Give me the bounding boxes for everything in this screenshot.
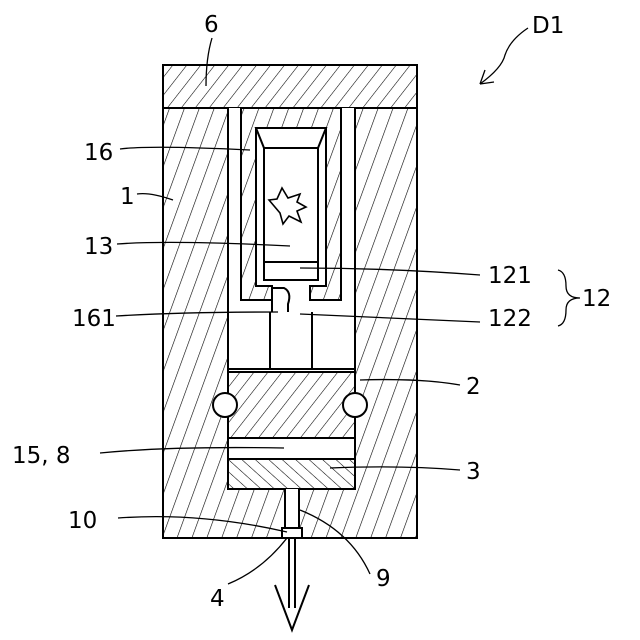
label-piston: 2 — [466, 374, 481, 400]
lid — [163, 65, 417, 108]
closure-121 — [264, 262, 318, 280]
label-chamber: 15, 8 — [12, 443, 71, 469]
o-ring-left — [213, 393, 237, 417]
piston — [228, 372, 355, 438]
label-group: 12 — [582, 286, 611, 312]
label-housing: 1 — [120, 184, 135, 210]
label-needle: 4 — [210, 586, 225, 612]
label-channel: 10 — [68, 508, 97, 534]
chamber — [228, 438, 355, 459]
label-assembly: D1 — [532, 13, 564, 39]
label-121: 121 — [488, 263, 532, 289]
igniter — [256, 128, 326, 262]
assembly-pointer — [480, 28, 528, 84]
label-explosive: 13 — [84, 234, 113, 260]
nozzle-channel — [282, 489, 302, 540]
label-pressure-generator: 16 — [84, 140, 113, 166]
ejection-arrow-icon — [275, 538, 309, 630]
label-122: 122 — [488, 306, 532, 332]
o-ring-right — [343, 393, 367, 417]
label-lid: 6 — [204, 12, 219, 38]
label-161: 161 — [72, 306, 116, 332]
label-nozzle: 9 — [376, 566, 391, 592]
channel-10 — [282, 528, 302, 538]
seal — [228, 459, 355, 489]
label-seal: 3 — [466, 459, 481, 485]
